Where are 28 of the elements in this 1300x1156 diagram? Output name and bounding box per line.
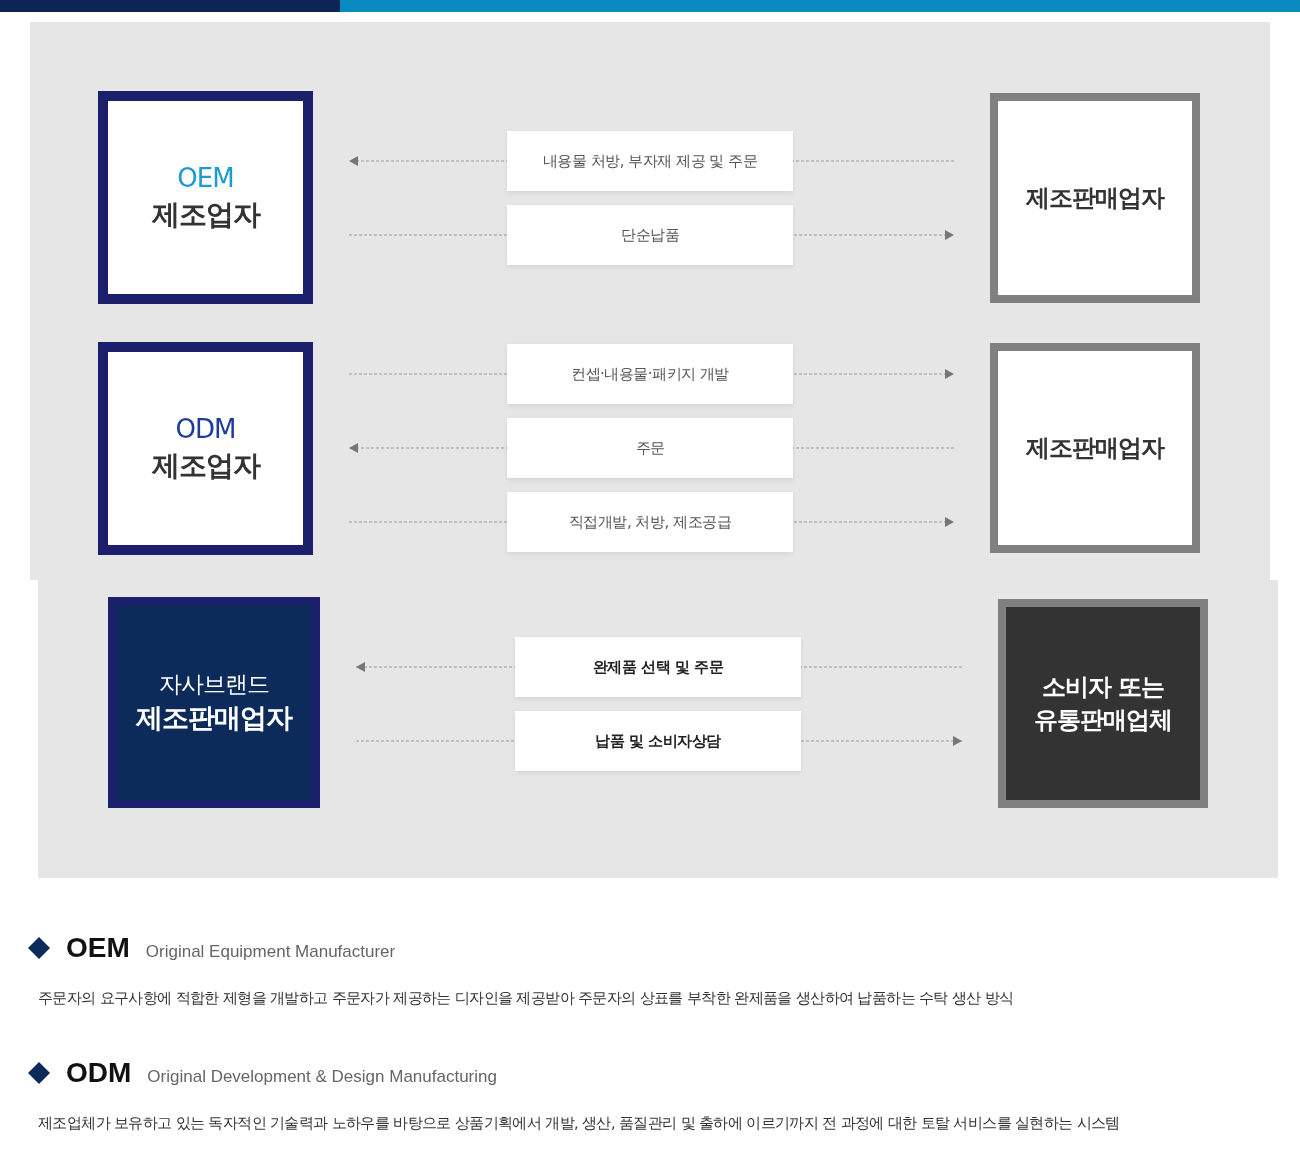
node-title: 제조업자 <box>151 197 260 234</box>
term-expansion: Original Equipment Manufacturer <box>145 942 396 962</box>
edge-label: 완제품 선택 및 주문 <box>515 637 801 697</box>
edge-label: 단순납품 <box>507 205 793 265</box>
node-subtitle: 자사브랜드 <box>159 669 269 699</box>
acronym-label: ODM <box>175 413 236 447</box>
edge-label: 내용물 처방, 부자재 제공 및 주문 <box>507 131 793 191</box>
term-heading: OEM <box>66 932 130 964</box>
node-title: 제조판매업자 <box>1026 432 1164 464</box>
edge-label: 컨셉·내용물·패키지 개발 <box>507 344 793 404</box>
edge-label: 직접개발, 처방, 제조공급 <box>507 492 793 552</box>
entity-box <box>98 342 313 555</box>
edge-label: 납품 및 소비자상담 <box>515 711 801 771</box>
definition-text: 제조업체가 보유하고 있는 독자적인 기술력과 노하우를 바탕으로 상품기획에서 개발, 생산, 품질관리 및 출하에 이르기까지 전 과정에 대한 토탈 서비스를 실현하는 시스템 <box>38 1114 1120 1133</box>
entity-box <box>990 93 1200 303</box>
term-expansion: Original Development & Design Manufacturing <box>147 1067 497 1087</box>
entity-box <box>998 599 1208 808</box>
definition-text: 주문자의 요구사항에 적합한 제형을 개발하고 주문자가 제공하는 디자인을 제공받아 주문자의 상표를 부착한 완제품을 생산하여 납품하는 수탁 생산 방식 <box>38 989 1014 1008</box>
node-title: 제조업자 <box>151 448 260 485</box>
edge-label: 주문 <box>507 418 793 478</box>
node-title: 제조판매업자 <box>136 700 292 735</box>
entity-box <box>108 597 320 808</box>
node-title: 소비자 또는 유통판매업체 <box>1033 672 1173 736</box>
entity-box <box>98 91 313 304</box>
term-heading: ODM <box>66 1057 132 1089</box>
acronym-label: OEM <box>177 162 234 196</box>
node-title: 제조판매업자 <box>1026 182 1164 214</box>
entity-box <box>990 343 1200 553</box>
